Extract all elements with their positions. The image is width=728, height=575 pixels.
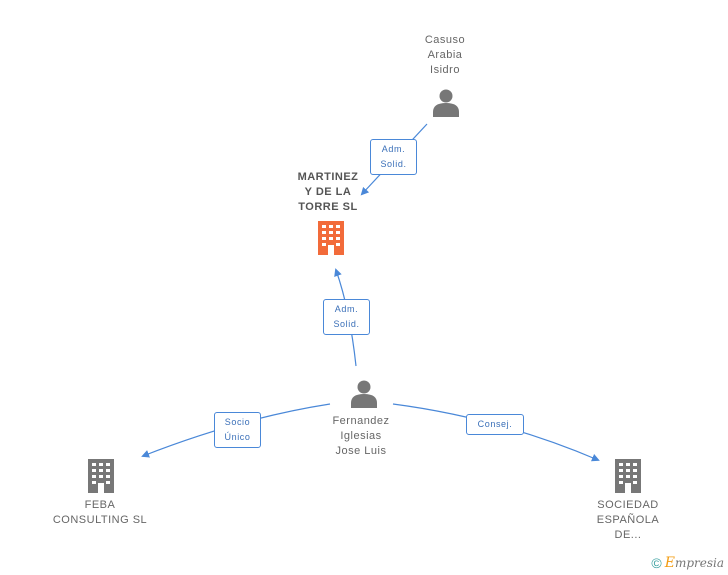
building-icon[interactable] <box>86 459 116 493</box>
edge-label-line: Único <box>224 432 251 442</box>
edge-label-line: Solid. <box>380 159 407 169</box>
node-label-line: Isidro <box>430 64 460 76</box>
edge-label-line: Solid. <box>333 319 360 329</box>
node-label-line: CONSULTING SL <box>52 514 148 526</box>
node-label-line: DE... <box>614 529 642 541</box>
node-label-line: TORRE SL <box>298 201 358 213</box>
copyright-icon: © <box>651 555 662 571</box>
person-icon[interactable] <box>349 379 379 409</box>
empresia-watermark: © Empresia <box>651 555 724 571</box>
edge-label-line: Adm. <box>334 304 359 314</box>
brand-name: Empresia <box>665 555 724 571</box>
edge-label-socio-unico: Socio Único <box>214 412 261 448</box>
brand-rest: mpresia <box>674 556 724 570</box>
node-label-line: Y DE LA <box>304 186 352 198</box>
edge-label-line: Adm. <box>381 144 406 154</box>
node-label-line: MARTINEZ <box>297 171 359 183</box>
node-label-line: FEBA <box>84 499 116 511</box>
node-label-line: Casuso <box>424 34 466 46</box>
building-icon[interactable] <box>316 221 346 255</box>
node-label-line: Fernandez <box>332 415 390 427</box>
node-fernandez-label[interactable]: Fernandez Iglesias Jose Luis <box>311 414 411 459</box>
node-label-line: Arabia <box>427 49 463 61</box>
edge-label-adm-solid-top: Adm. Solid. <box>370 139 417 175</box>
edge-label-adm-solid-middle: Adm. Solid. <box>323 299 370 335</box>
node-label-line: Jose Luis <box>335 445 387 457</box>
building-icon[interactable] <box>613 459 643 493</box>
person-icon[interactable] <box>431 88 461 118</box>
node-feba-label[interactable]: FEBA CONSULTING SL <box>40 498 160 528</box>
brand-initial: E <box>664 555 675 571</box>
edge-label-consej: Consej. <box>466 414 524 435</box>
node-casuso-label[interactable]: Casuso Arabia Isidro <box>395 33 495 78</box>
edge-label-line: Consej. <box>477 419 513 429</box>
node-label-line: ESPAÑOLA <box>596 514 660 526</box>
node-label-line: Iglesias <box>340 430 382 442</box>
node-sociedad-label[interactable]: SOCIEDAD ESPAÑOLA DE... <box>578 498 678 543</box>
node-martinez-label[interactable]: MARTINEZ Y DE LA TORRE SL <box>278 170 378 215</box>
edge-label-line: Socio <box>224 417 251 427</box>
node-label-line: SOCIEDAD <box>597 499 659 511</box>
